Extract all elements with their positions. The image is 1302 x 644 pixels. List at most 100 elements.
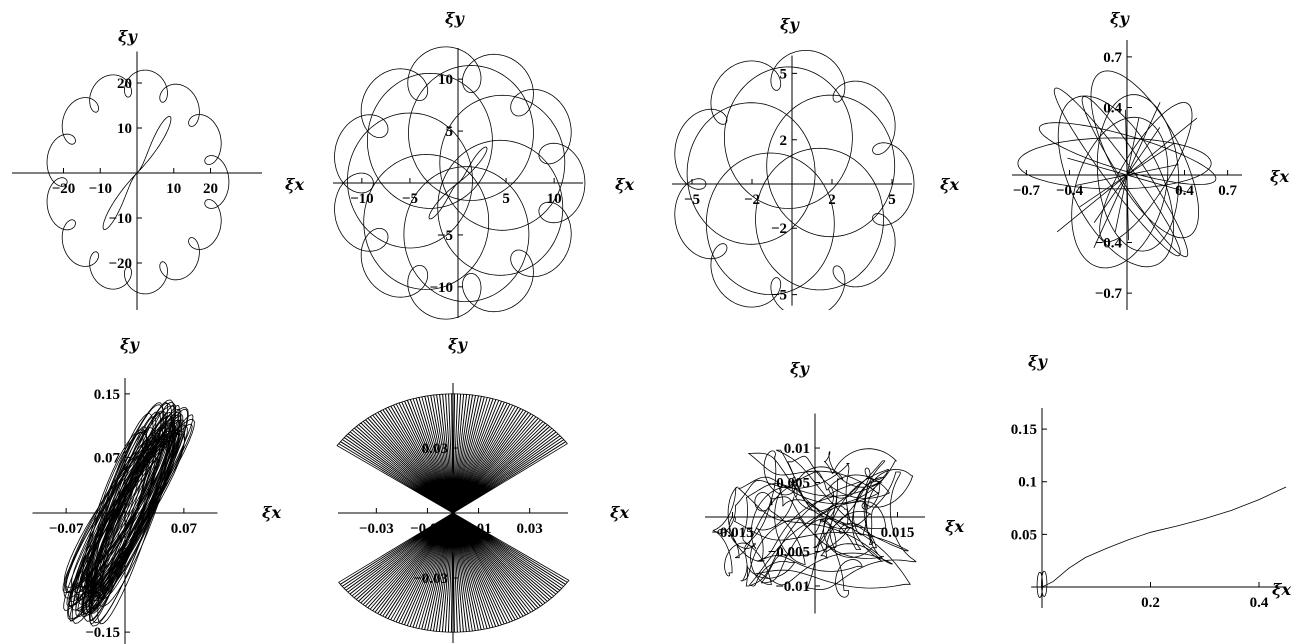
y-tick-label: 0.01 — [784, 441, 810, 457]
y-tick-label: 5 — [780, 66, 788, 82]
x-tick-label: −10 — [88, 181, 112, 197]
trajectory-series-3 — [457, 146, 488, 184]
y-tick-label: −10 — [429, 280, 453, 296]
y-axis-label: ξy — [118, 27, 138, 46]
x-tick-label: 0.4 — [1175, 183, 1194, 199]
trajectory-series-1 — [705, 152, 835, 296]
trajectory-series-1 — [1071, 116, 1169, 269]
x-tick-label: 0.4 — [1250, 595, 1269, 611]
x-tick-label: 0.03 — [517, 521, 543, 537]
y-tick-label: 5 — [446, 124, 454, 140]
trajectory-series-1 — [79, 433, 185, 593]
trajectory-series-1 — [755, 147, 884, 291]
curves — [334, 46, 586, 320]
curves — [62, 399, 195, 627]
trajectory-series-1 — [1099, 102, 1193, 243]
x-tick-label: −10 — [350, 191, 374, 207]
curves — [1036, 486, 1287, 598]
y-tick-label: −0.7 — [1095, 286, 1123, 302]
y-axis-label: ξy — [1028, 352, 1048, 371]
x-tick-label: 10 — [547, 191, 562, 207]
x-tick-label: −2 — [744, 192, 760, 208]
trajectory-series-1 — [723, 66, 853, 209]
x-tick-label: 0.7 — [1218, 183, 1237, 199]
x-tick-label: 10 — [166, 181, 181, 197]
curves — [46, 69, 230, 295]
curves — [712, 448, 917, 598]
x-tick-label: −0.7 — [1013, 183, 1041, 199]
plot-panel-2: −10 −5 5 10 10 5 −5 −10 ξx ξy — [333, 9, 634, 320]
y-axis-label: ξy — [1110, 9, 1130, 28]
y-tick-label: −5 — [437, 228, 453, 244]
trajectory-series-2 — [674, 50, 915, 310]
trajectory-series-1 — [67, 405, 176, 621]
y-tick-label: −0.01 — [775, 579, 810, 595]
trajectory-series-1 — [88, 412, 174, 614]
y-tick-label: 20 — [117, 76, 132, 92]
trajectory-series-1 — [68, 419, 185, 607]
x-tick-label: −5 — [402, 191, 418, 207]
trajectory-series-1 — [80, 408, 188, 618]
y-tick-label: −20 — [108, 256, 132, 272]
trajectory-series-1 — [366, 72, 493, 209]
y-tick-label: 0.05 — [1011, 527, 1037, 543]
trajectory-series-1 — [1057, 95, 1174, 268]
x-axis-label: ξx — [285, 175, 304, 194]
y-tick-label: 2 — [780, 133, 788, 149]
trajectory-series-1 — [1090, 70, 1200, 239]
trajectory-series-1 — [1038, 122, 1217, 185]
x-tick-label: 0.07 — [171, 521, 198, 537]
trajectory-series-1 — [46, 69, 230, 295]
y-tick-label: 0.7 — [1103, 50, 1122, 66]
trajectory-series-1 — [439, 94, 566, 231]
x-axis-label: ξx — [262, 503, 281, 522]
y-tick-label: −0.4 — [1095, 236, 1123, 252]
x-tick-label: 5 — [888, 192, 896, 208]
plot-panel-8: 0.2 0.4 0.15 0.1 0.05 ξx ξy — [1011, 352, 1292, 611]
trajectory-series-1 — [1036, 571, 1043, 598]
x-tick-label: −0.07 — [49, 521, 84, 537]
y-tick-label: 0.15 — [94, 387, 120, 403]
y-tick-label: 0.03 — [422, 441, 448, 457]
y-tick-label: −0.15 — [85, 625, 120, 641]
y-tick-label: −10 — [108, 211, 132, 227]
x-tick-label: 5 — [502, 191, 510, 207]
y-tick-label: 0.005 — [776, 476, 810, 492]
x-tick-label: −0.4 — [1056, 183, 1084, 199]
trajectory-series-1 — [403, 166, 530, 303]
x-tick-label: −0.015 — [711, 525, 753, 541]
y-tick-label: −5 — [771, 288, 787, 304]
x-tick-label: 20 — [203, 181, 218, 197]
y-tick-label: −0.03 — [413, 571, 448, 587]
trajectory-series-1 — [1053, 87, 1181, 257]
y-tick-label: 0.4 — [1103, 101, 1122, 117]
y-tick-label: 0.07 — [94, 450, 121, 466]
trajectory-series-1 — [347, 112, 473, 249]
curves — [674, 50, 915, 310]
x-axis-label: ξx — [610, 503, 629, 522]
y-axis-label: ξy — [790, 359, 810, 378]
y-tick-label: 10 — [438, 72, 453, 88]
x-tick-label: 0.2 — [1141, 595, 1160, 611]
y-tick-label: 0.1 — [1018, 475, 1037, 491]
trajectory-series-1 — [437, 139, 564, 276]
y-tick-label: −0.005 — [768, 544, 810, 560]
x-axis-label: ξx — [1270, 167, 1289, 186]
y-tick-label: −2 — [771, 221, 787, 237]
x-axis-label: ξx — [1272, 580, 1291, 599]
x-axis-label: ξx — [615, 175, 634, 194]
y-tick-label: 0.15 — [1011, 422, 1037, 438]
trajectory-series-1 — [766, 94, 896, 238]
trajectory-series-1 — [408, 65, 534, 201]
x-tick-label: −5 — [684, 192, 700, 208]
trajectory-series-1 — [77, 414, 194, 612]
y-axis-label: ξy — [780, 15, 800, 34]
trajectory-series-1 — [62, 432, 173, 594]
x-tick-label: −0.03 — [359, 521, 394, 537]
y-axis-label: ξy — [445, 9, 465, 28]
trajectory-series-2 — [102, 172, 138, 230]
x-tick-label: 0.01 — [465, 521, 491, 537]
